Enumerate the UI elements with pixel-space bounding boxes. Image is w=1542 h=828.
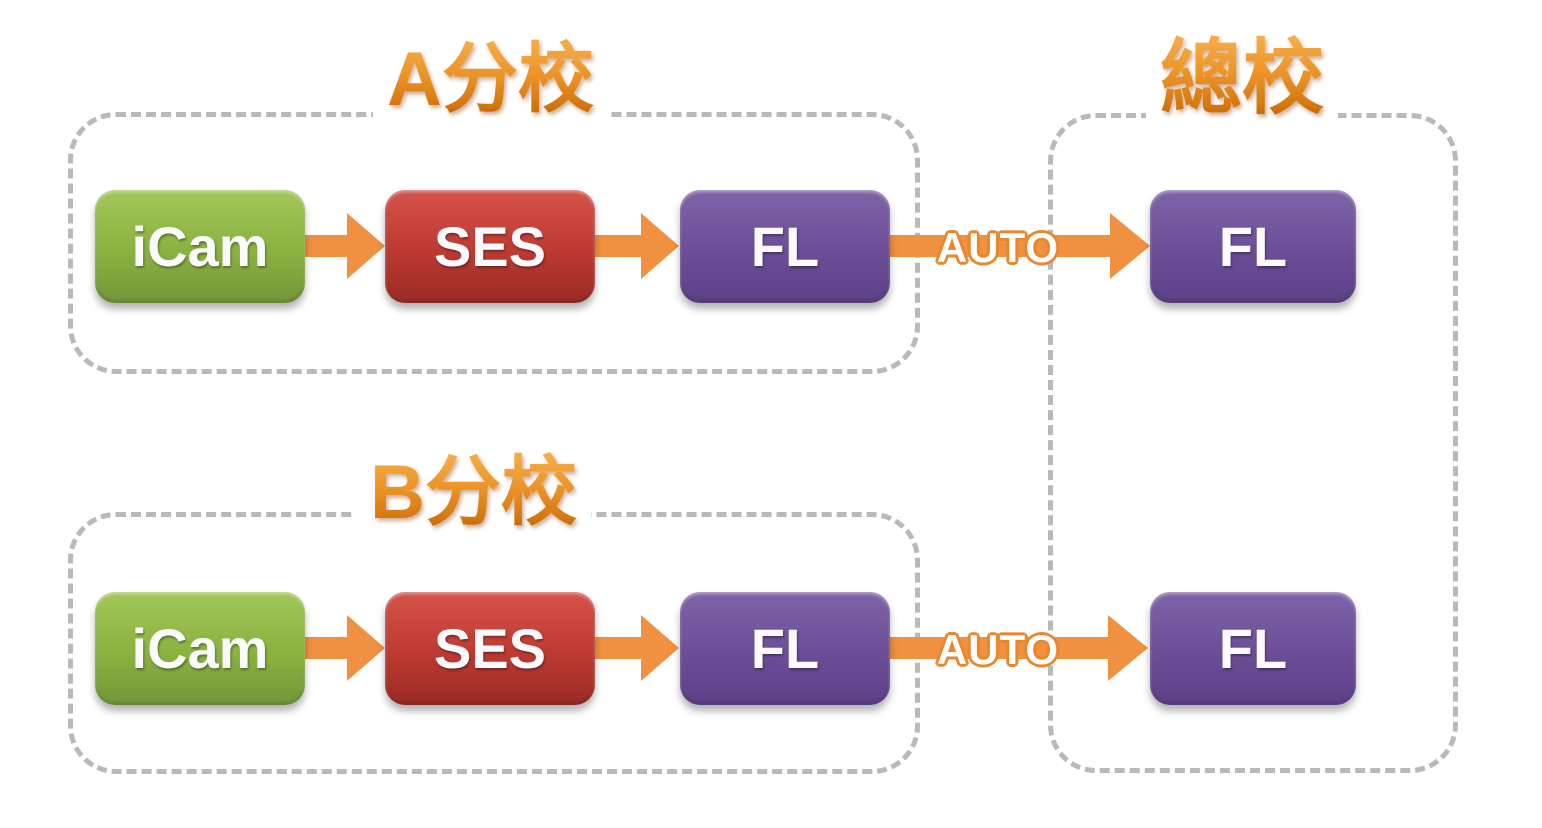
right-arrow-head-icon	[1110, 213, 1150, 279]
node-ses-branch-a-label: SES	[433, 215, 547, 278]
group-branch-a-title: A分校	[373, 42, 608, 118]
node-fl-headquarters-bottom-label: FL	[1218, 617, 1288, 680]
connector-b-fl-to-headquarters	[886, 615, 1148, 681]
group-branch-b-title-text: B分校	[370, 450, 577, 535]
node-ses-branch-b: SES	[385, 592, 595, 705]
node-icam-branch-b-label: iCam	[131, 617, 269, 680]
arrow-shaft	[888, 235, 1114, 257]
arrow-shaft	[303, 637, 349, 659]
connector-a-ses-to-fl	[593, 213, 680, 279]
connector-a-icam-to-ses	[303, 213, 385, 279]
arrow-shaft	[593, 235, 643, 257]
node-fl-branch-b-label: FL	[750, 617, 820, 680]
node-ses-branch-a: SES	[385, 190, 595, 303]
connector-b-auto-label: AUTO	[936, 626, 1060, 673]
connector-b-ses-to-fl	[593, 615, 680, 681]
node-icam-branch-b: iCam	[95, 592, 305, 705]
arrow-shaft	[303, 235, 349, 257]
right-arrow-head-icon	[1108, 615, 1148, 681]
node-fl-headquarters-top: FL	[1150, 190, 1356, 303]
node-fl-branch-a-label: FL	[750, 215, 820, 278]
node-fl-branch-b: FL	[680, 592, 890, 705]
node-ses-branch-b-label: SES	[433, 617, 547, 680]
group-headquarters-title-text: 總校	[1160, 33, 1325, 124]
connector-b-icam-to-ses	[303, 615, 385, 681]
right-arrow-head-icon	[641, 615, 679, 681]
node-fl-branch-a: FL	[680, 190, 890, 303]
node-fl-headquarters-top-label: FL	[1218, 215, 1288, 278]
node-icam-branch-a: iCam	[95, 190, 305, 303]
connector-a-auto-label: AUTO	[936, 224, 1060, 271]
right-arrow-head-icon	[347, 615, 385, 681]
right-arrow-head-icon	[347, 213, 385, 279]
arrow-shaft	[886, 637, 1112, 659]
right-arrow-head-icon	[641, 213, 679, 279]
node-icam-branch-a-label: iCam	[131, 215, 269, 278]
node-fl-headquarters-bottom: FL	[1150, 592, 1356, 705]
arrow-shaft	[593, 637, 643, 659]
group-headquarters-title: 總校	[1146, 38, 1339, 120]
group-branch-a-title-text: A分校	[387, 37, 594, 122]
connector-a-fl-to-headquarters	[888, 213, 1150, 279]
group-branch-b-title: B分校	[356, 455, 591, 531]
